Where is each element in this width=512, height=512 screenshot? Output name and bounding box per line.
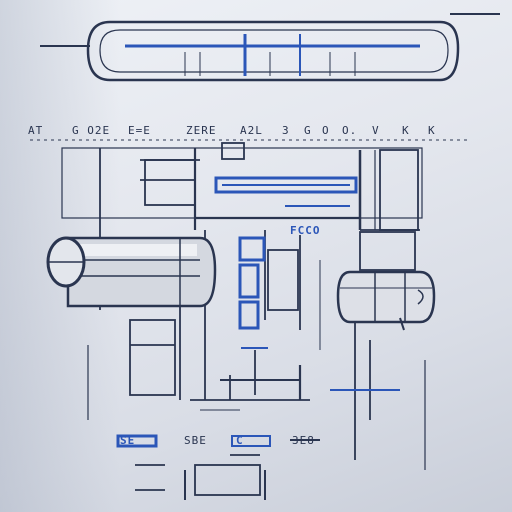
bottom-parts (116, 434, 320, 500)
header-label: G O2E (72, 124, 111, 137)
main-schematic (61, 142, 426, 496)
header-label: 3 (282, 124, 290, 137)
header-label: V (372, 124, 380, 137)
header-label: E=E (128, 124, 151, 137)
bottom-label: SE (120, 434, 136, 447)
header-label: O. (342, 124, 358, 137)
header-label: A2L (240, 124, 263, 137)
header-label: AT (28, 124, 44, 137)
right-cylinder (336, 270, 436, 331)
header-label: O (322, 124, 330, 137)
bottom-label: C (236, 434, 244, 447)
header-label: G (304, 124, 312, 137)
header-label: K (402, 124, 410, 137)
bottom-label: SBE (184, 434, 207, 447)
top-tube (40, 13, 500, 82)
header-label: ZERE (186, 124, 217, 137)
blue-components (214, 176, 358, 349)
bottom-label: 3E8 (292, 434, 315, 447)
part-label: FCCO (290, 224, 321, 237)
left-cylinder (46, 236, 217, 308)
header-label: K (428, 124, 436, 137)
